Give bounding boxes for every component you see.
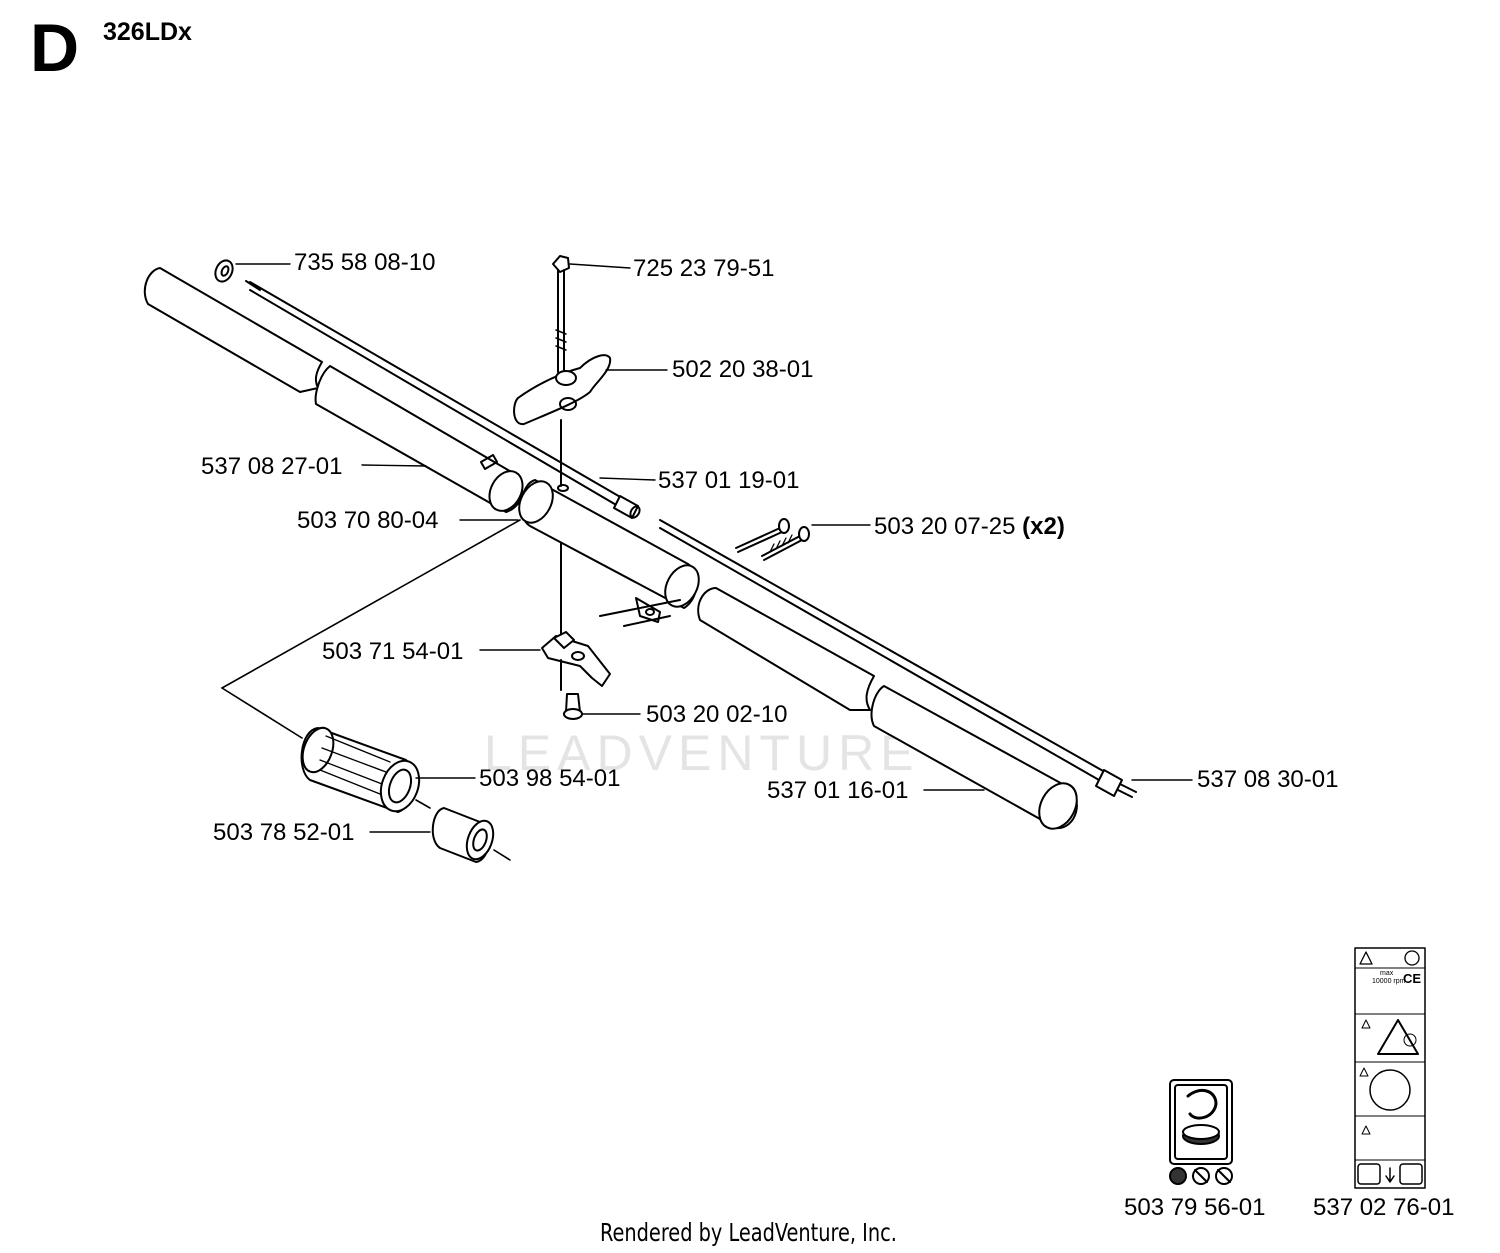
part-label-bracket-plate: 503 71 54-01: [322, 638, 464, 665]
bracket-screw: [560, 659, 583, 720]
assembly-lines: [221, 519, 521, 861]
decal-rpm-max: max: [1380, 970, 1394, 977]
section-letter: D: [30, 10, 80, 86]
model-name: 326LDx: [103, 18, 192, 46]
leader-lines: [235, 263, 1193, 833]
bearing-cage: [300, 726, 421, 813]
part-label-lower-tube: 537 01 16-01: [767, 777, 909, 804]
part-number-clamp-screws: 503 20 07-25: [874, 513, 1016, 540]
footer-credit: Rendered by LeadVenture, Inc.: [600, 1218, 897, 1247]
clamp-housing: [518, 479, 700, 627]
upper-tube: [143, 267, 524, 513]
part-label-clamp-screws: 503 20 07-25 (x2): [874, 515, 1065, 539]
washer: [214, 259, 234, 283]
decal-trimmer-head: [1169, 1079, 1233, 1185]
clamp-screws: [735, 518, 810, 561]
bracket-plate: [541, 631, 611, 687]
bushing: [431, 807, 495, 863]
part-label-upper-tube: 537 08 27-01: [201, 453, 343, 480]
part-label-wing-knob: 502 20 38-01: [672, 356, 814, 383]
part-qty-clamp-screws: (x2): [1022, 513, 1065, 540]
part-label-long-bolt: 725 23 79-51: [633, 255, 775, 282]
decal-rpm-value: 10000 rpm: [1372, 978, 1406, 985]
part-label-shaft-coupling: 537 01 19-01: [658, 467, 800, 494]
shaft-coupling: [613, 495, 641, 519]
wing-knob: [513, 354, 612, 426]
part-label-shaft-end-fitting: 537 08 30-01: [1197, 766, 1339, 793]
part-label-washer: 735 58 08-10: [294, 249, 436, 276]
part-label-bearing-cage: 503 98 54-01: [479, 765, 621, 792]
part-label-clamp-housing: 503 70 80-04: [297, 507, 439, 534]
long-bolt: [552, 255, 570, 641]
lower-tube: [697, 587, 1078, 830]
decal-warning-stack: [1354, 947, 1426, 1189]
part-label-decal-trimmer-head: 503 79 56-01: [1124, 1194, 1266, 1221]
part-label-bracket-screw: 503 20 02-10: [646, 701, 788, 728]
watermark-text: LEADVENTURE: [484, 725, 920, 781]
part-label-decal-warning-stack: 537 02 76-01: [1313, 1194, 1455, 1221]
part-label-bushing: 503 78 52-01: [213, 819, 355, 846]
shaft-end-fitting: [1095, 769, 1137, 798]
decal-ce-mark: CE: [1403, 971, 1422, 986]
